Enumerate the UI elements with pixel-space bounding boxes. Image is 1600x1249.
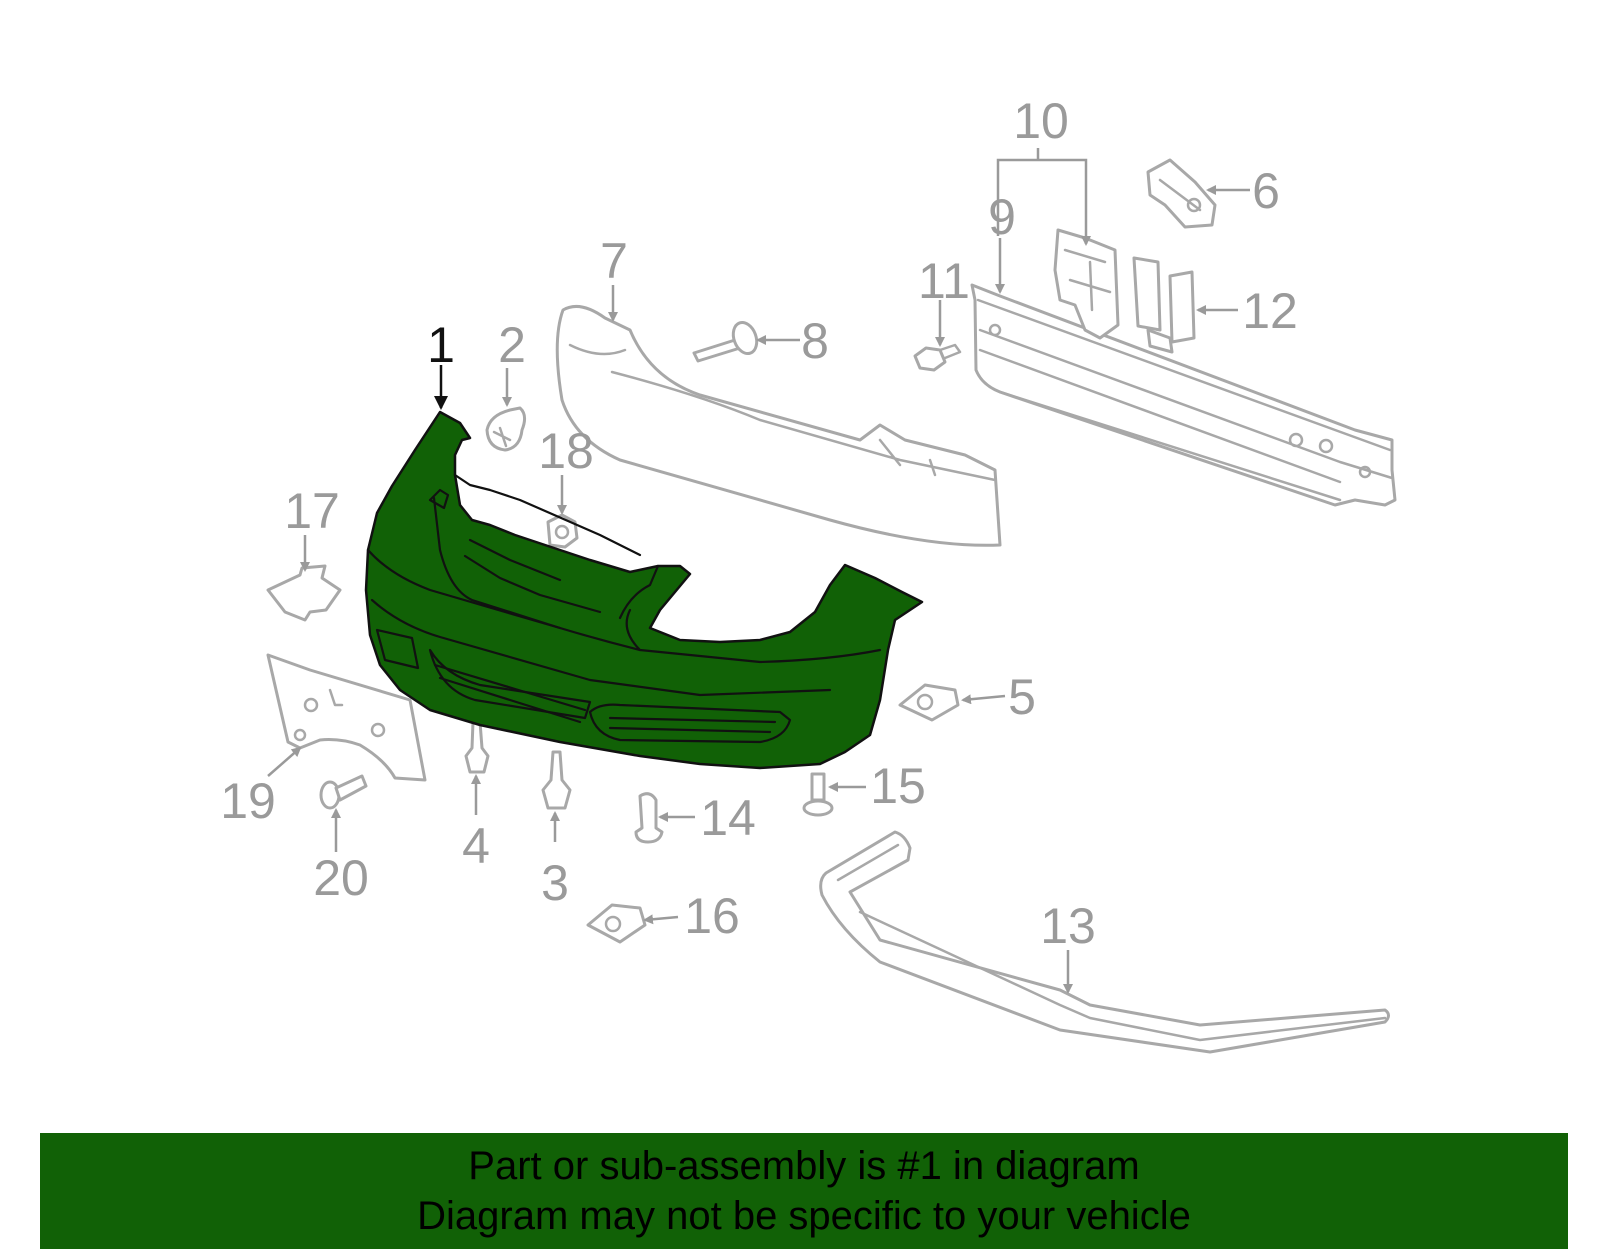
callout-13[interactable]: 13 — [1040, 898, 1096, 954]
upper-bracket-part — [1146, 158, 1217, 229]
push-retainer-part — [634, 792, 664, 844]
callout-20[interactable]: 20 — [313, 850, 369, 906]
callout-5[interactable]: 5 — [1008, 669, 1036, 725]
info-banner: Part or sub-assembly is #1 in diagram Di… — [40, 1133, 1568, 1249]
nut-part — [546, 513, 579, 549]
energy-absorber-part — [555, 304, 1002, 547]
screw-part — [319, 774, 368, 810]
banner-line-part-number: Part or sub-assembly is #1 in diagram — [468, 1144, 1140, 1188]
callout-7[interactable]: 7 — [600, 233, 628, 289]
retainer-part-4 — [464, 720, 490, 774]
callout-16[interactable]: 16 — [684, 888, 740, 944]
callout-2[interactable]: 2 — [498, 317, 526, 373]
callout-12[interactable]: 12 — [1242, 283, 1298, 339]
callout-11[interactable]: 11 — [918, 253, 970, 309]
bolt-part — [913, 343, 962, 372]
impact-bar-part — [970, 283, 1397, 507]
screw-bolt-part — [802, 772, 834, 817]
pad-part — [1132, 256, 1196, 354]
clip-part-5 — [898, 683, 960, 722]
clip-part — [485, 406, 527, 452]
callout-4[interactable]: 4 — [462, 818, 490, 874]
callout-10[interactable]: 10 — [1013, 93, 1069, 149]
callout-labels: 1 2 3 4 5 6 7 8 9 10 11 12 13 14 15 16 1… — [220, 93, 1298, 954]
callout-9[interactable]: 9 — [988, 189, 1016, 245]
leader-lines — [267, 148, 1250, 994]
banner-line-disclaimer: Diagram may not be specific to your vehi… — [417, 1194, 1191, 1238]
callout-1[interactable]: 1 — [427, 317, 455, 373]
callout-15[interactable]: 15 — [870, 758, 926, 814]
callout-19[interactable]: 19 — [220, 773, 276, 829]
callout-17[interactable]: 17 — [284, 483, 340, 539]
callout-18[interactable]: 18 — [538, 423, 594, 479]
callout-3[interactable]: 3 — [541, 855, 569, 911]
callout-14[interactable]: 14 — [700, 790, 756, 846]
emblem-part — [266, 564, 342, 622]
clip-part-16 — [586, 903, 647, 944]
push-pin-part — [692, 321, 759, 363]
bracket-part — [1053, 228, 1120, 340]
callout-8[interactable]: 8 — [801, 313, 829, 369]
bumper-cover-part — [364, 410, 924, 770]
callout-6[interactable]: 6 — [1252, 163, 1280, 219]
retainer-part-3 — [541, 750, 572, 810]
license-bracket-part — [266, 653, 427, 782]
lower-deflector-part — [819, 830, 1390, 1054]
